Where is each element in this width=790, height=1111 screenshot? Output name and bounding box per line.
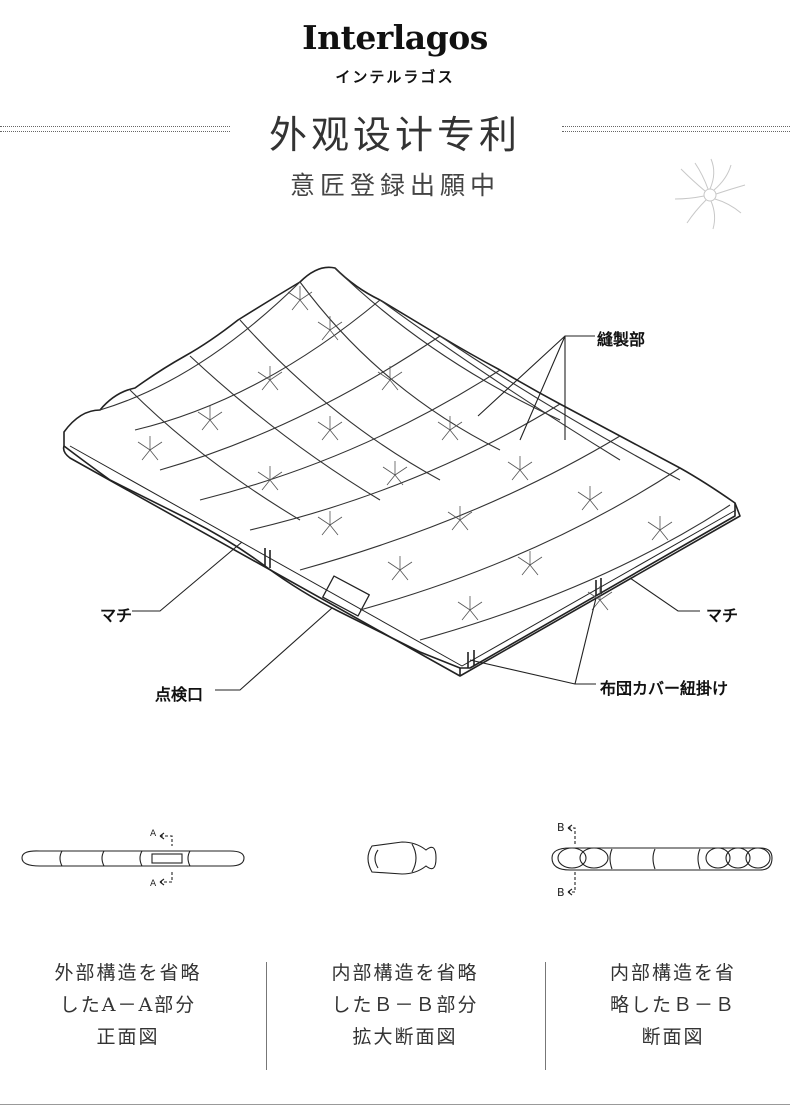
sun-flower-icon: [674, 158, 746, 230]
quilting-pattern: [99, 267, 731, 641]
caption-left-line-1: 外部構造を省略: [54, 962, 202, 984]
caption-left-line-2: したA－A部分: [59, 994, 197, 1016]
brand-name: Interlagos: [302, 18, 488, 57]
title-rule-left: [0, 126, 230, 132]
tuft-marks: [137, 286, 673, 621]
callout-inspection-port: 点検口: [155, 685, 204, 704]
section-marker-b-top: B: [557, 821, 565, 834]
enlarged-section-bb: [367, 841, 437, 875]
futon-side-edge: [62, 445, 741, 677]
section-marker-a-bottom: A: [150, 879, 157, 889]
section-marker-a-top: A: [150, 829, 157, 839]
brand-kana: インテルラゴス: [335, 68, 455, 86]
futon-isometric-drawing: [62, 266, 741, 691]
bottom-rule: [0, 1104, 790, 1105]
leader-lines: [132, 335, 700, 691]
section-bb: [551, 824, 773, 896]
page-title: 外观设计专利: [268, 113, 521, 157]
caption-left-line-3: 正面図: [96, 1026, 160, 1048]
caption-divider-2: [545, 962, 546, 1070]
caption-middle-line-1: 内部構造を省略: [331, 962, 479, 984]
caption-middle-line-3: 拡大断面図: [352, 1026, 458, 1048]
page-subtitle: 意匠登録出願中: [289, 171, 500, 200]
inspection-port: [322, 575, 370, 617]
section-marker-b-bottom: B: [557, 886, 565, 899]
caption-right: 内部構造を省 略したＢ－Ｂ 断面図: [548, 957, 790, 1053]
caption-divider-1: [266, 962, 267, 1070]
caption-middle: 内部構造を省略 したＢ－Ｂ部分 拡大断面図: [280, 957, 530, 1053]
caption-right-line-3: 断面図: [641, 1026, 705, 1048]
callout-sewing: 縫製部: [597, 330, 646, 349]
section-drawings: [21, 824, 773, 896]
callout-gusset-left: マチ: [100, 606, 133, 625]
caption-right-line-2: 略したＢ－Ｂ: [609, 994, 736, 1016]
callout-cover-ties: 布団カバー紐掛け: [600, 679, 729, 698]
callout-gusset-right: マチ: [706, 606, 739, 625]
caption-middle-line-2: したＢ－Ｂ部分: [331, 994, 479, 1016]
front-view-aa: [21, 832, 245, 886]
caption-left: 外部構造を省略 したA－A部分 正面図: [3, 957, 253, 1053]
title-rule-right: [562, 126, 790, 132]
caption-right-line-1: 内部構造を省: [609, 962, 736, 984]
